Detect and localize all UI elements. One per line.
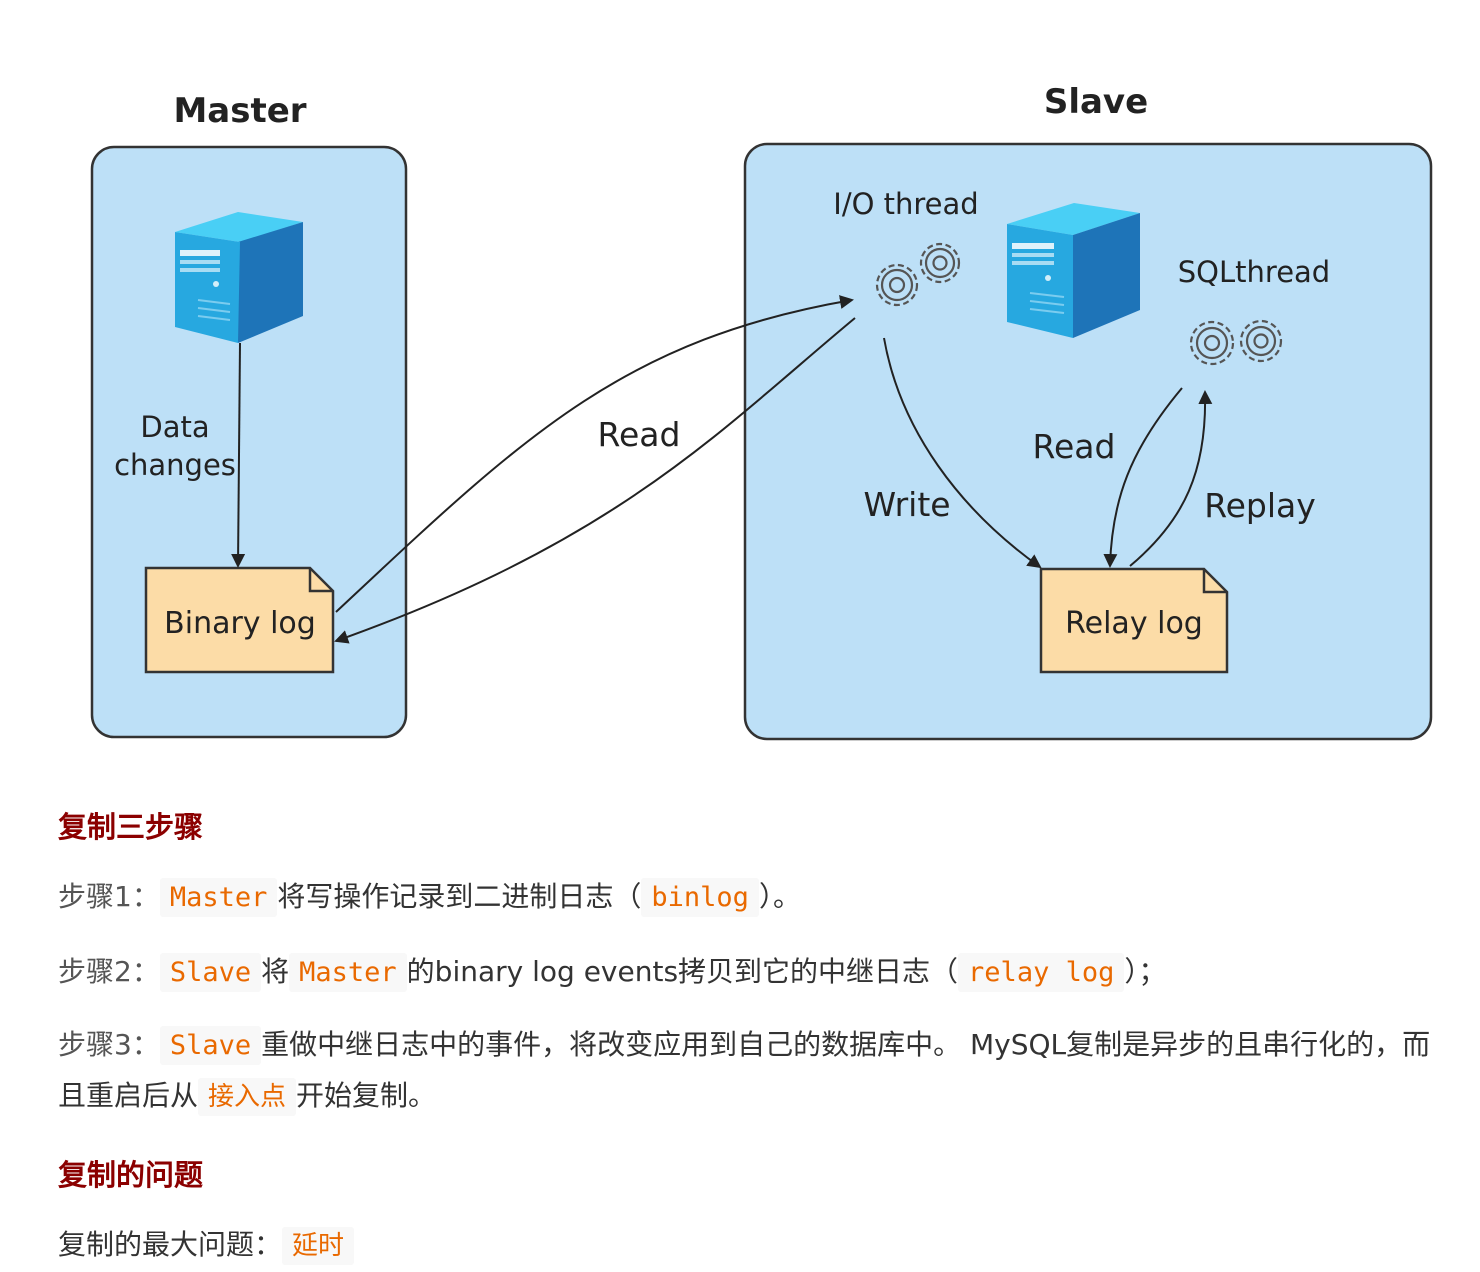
- step-1-text: 将写操作记录到二进制日志（: [277, 880, 642, 913]
- step-3-prefix: 步骤3：: [58, 1028, 160, 1061]
- code-slave: Slave: [159, 1026, 262, 1065]
- code-master: Master: [289, 953, 407, 992]
- slave-panel: [743, 142, 1433, 741]
- master-title: Master: [173, 91, 306, 131]
- step-2-end: ）；: [1124, 955, 1167, 988]
- replay-arrow: [1129, 390, 1213, 567]
- step-1-prefix: 步骤1：: [58, 880, 160, 913]
- problem-prefix: 复制的最大问题：: [58, 1228, 283, 1261]
- step-1-end: ）。: [758, 880, 801, 913]
- code-slave: Slave: [159, 953, 262, 992]
- sql-thread-label: SQLthread: [1178, 255, 1330, 289]
- write-arrow: [883, 337, 1042, 569]
- access-point-tag: 接入点: [198, 1078, 297, 1116]
- write-label: Write: [863, 485, 950, 524]
- section-heading-steps: 复制三步骤: [58, 810, 204, 844]
- code-master: Master: [159, 878, 278, 917]
- slave-server-icon: [1007, 203, 1140, 338]
- read-slave-label: Read: [1033, 427, 1116, 466]
- step-2-prefix: 步骤2：: [58, 955, 160, 988]
- io-thread-gears-icon: [875, 242, 961, 307]
- replication-diagram: Master Slave: [90, 82, 1433, 741]
- code-relay-log: relay log: [958, 953, 1125, 992]
- data-changes-label-line2: changes: [114, 448, 236, 482]
- slave-title: Slave: [1044, 82, 1148, 122]
- data-changes-arrow: [231, 342, 246, 568]
- master-server-icon: [175, 212, 303, 343]
- binary-log-document: [144, 566, 335, 674]
- sql-read-arrow: [1103, 387, 1183, 568]
- relay-log-label: Relay log: [1065, 606, 1203, 641]
- replay-label: Replay: [1204, 486, 1316, 525]
- step-2-text-a: 将: [261, 955, 290, 988]
- io-thread-label: I/O thread: [833, 187, 978, 221]
- sql-thread-gears-icon: [1189, 319, 1283, 366]
- binlog-to-io-arrow: [335, 295, 854, 613]
- step-2-text-b: 的binary log events拷贝到它的中继日志（: [406, 955, 959, 988]
- problem-line: 复制的最大问题：延时: [58, 1220, 1458, 1271]
- section-heading-problems: 复制的问题: [58, 1158, 204, 1192]
- code-binlog: binlog: [641, 878, 759, 917]
- latency-tag: 延时: [282, 1227, 355, 1265]
- io-to-binlog-arrow: [334, 317, 856, 644]
- relay-log-document: [1039, 567, 1229, 674]
- data-changes-label-line1: Data: [140, 410, 209, 444]
- step-3-text: 重做中继日志中的事件，将改变应用到自己的数据库中。 MySQL复制是异步的且串行…: [58, 1028, 1431, 1112]
- step-3-end: 开始复制。: [296, 1079, 437, 1112]
- read-master-label: Read: [598, 415, 681, 454]
- binary-log-label: Binary log: [164, 606, 316, 641]
